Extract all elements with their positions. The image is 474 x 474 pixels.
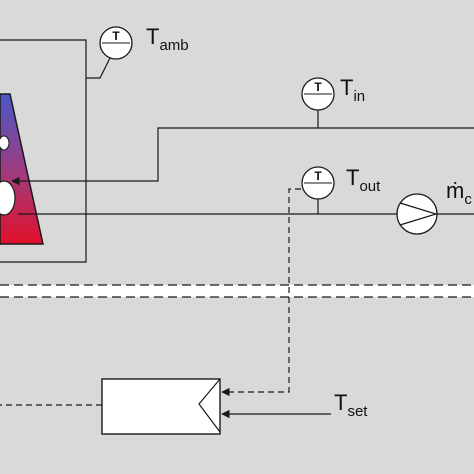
inlet-temperature-sensor-icon: T (301, 77, 335, 111)
outlet-signal-dashed-line (221, 188, 301, 397)
pump-triangle (399, 202, 439, 226)
enclosure-line (0, 39, 87, 263)
heat-exchanger-port-upper (0, 135, 10, 151)
controller-box (101, 378, 221, 435)
inlet-sensor-letter: T (314, 80, 322, 94)
outlet-sensor-letter: T (314, 169, 322, 183)
ambient-temperature-label: Tamb (146, 24, 189, 54)
ambient-temperature-sensor-icon: T (99, 26, 133, 60)
controller-comparator-mark (198, 378, 221, 433)
inlet-pipe (11, 127, 474, 186)
pump-icon (396, 193, 438, 235)
ambient-sensor-letter: T (112, 29, 120, 43)
mass-flow-label: ṁc (446, 178, 472, 208)
outlet-temperature-sensor-icon: T (301, 166, 335, 200)
heat-exchanger-port-lower (0, 180, 16, 216)
inlet-temperature-label: Tin (340, 75, 365, 105)
setpoint-temperature-label: Tset (334, 390, 368, 420)
upper-panel (0, 0, 474, 285)
lower-panel (0, 297, 474, 474)
outlet-temperature-label: Tout (346, 165, 381, 195)
ambient-sensor-lead (86, 57, 111, 79)
